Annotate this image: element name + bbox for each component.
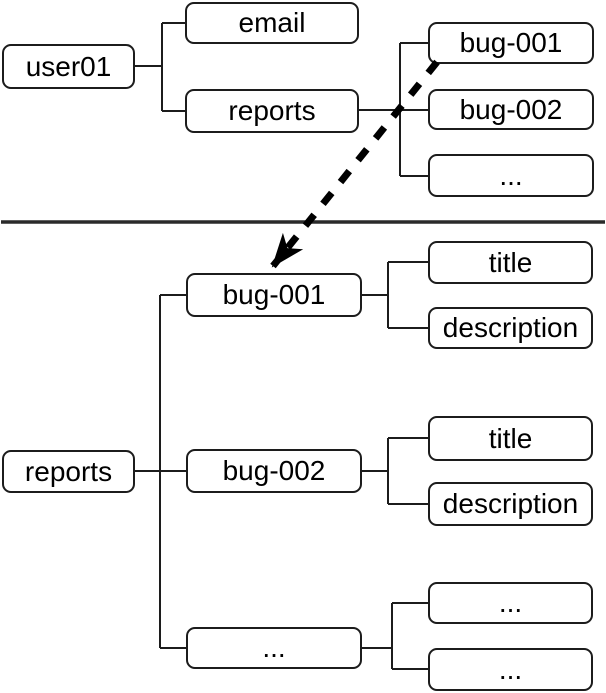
bottom-tree-connectors (135, 261, 428, 670)
node-bug001-top: bug-001 (428, 22, 594, 64)
node-ellipsis-top: ... (428, 154, 594, 197)
node-bug001-bottom: bug-001 (186, 273, 362, 317)
node-email: email (185, 2, 359, 44)
top-tree-connectors (135, 22, 428, 177)
node-bug002-description: description (428, 482, 593, 526)
node-bug001-title: title (428, 241, 593, 284)
node-bug002-title: title (428, 416, 593, 461)
node-reports-top: reports (185, 89, 359, 133)
node-user01: user01 (2, 44, 135, 89)
node-bug001-description: description (428, 307, 593, 349)
node-reports-bottom: reports (2, 450, 135, 493)
node-bug002-bottom: bug-002 (186, 449, 362, 493)
node-ellipsis-bottom: ... (186, 627, 362, 669)
node-ellipsis-child-2: ... (428, 648, 593, 691)
node-ellipsis-child-1: ... (428, 582, 593, 624)
node-bug002-top: bug-002 (428, 89, 594, 130)
